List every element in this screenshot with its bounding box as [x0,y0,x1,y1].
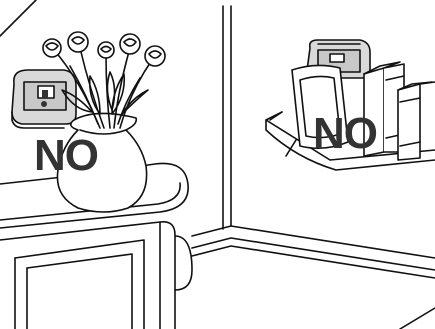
left-thermostat-icon [12,70,76,128]
left-warning-label: NO [34,134,98,178]
right-warning-label: NO [313,112,377,156]
